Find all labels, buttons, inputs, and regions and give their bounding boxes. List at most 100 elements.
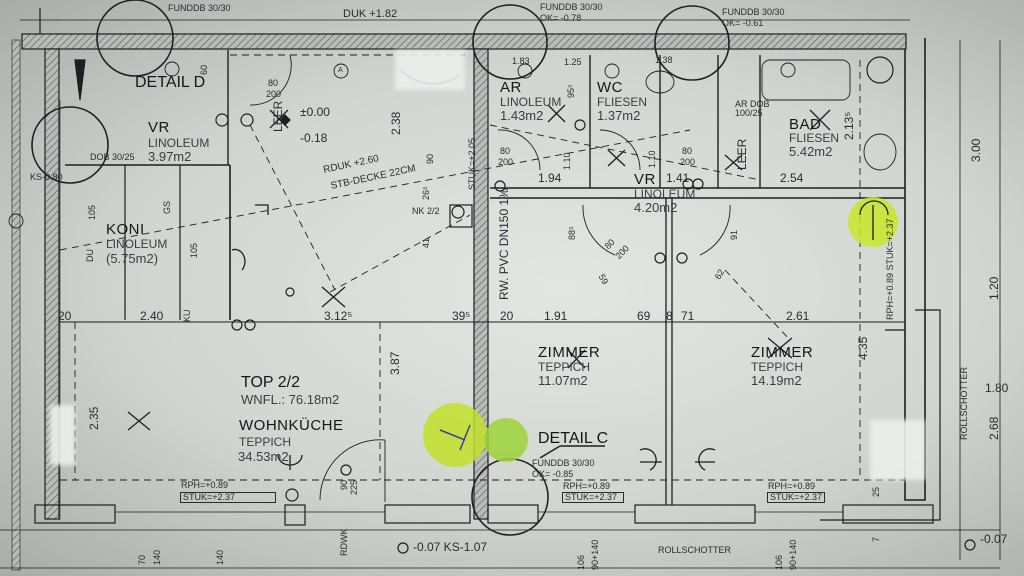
door-height: 200: [266, 89, 282, 99]
level-marker: ±0.00: [300, 105, 330, 119]
dimension: 91: [729, 229, 739, 240]
unit-title: TOP 2/2: [241, 374, 300, 391]
rollschotter-label: ROLLSCHOTTER: [658, 545, 732, 555]
room-area: 4.20m2: [634, 200, 678, 215]
blurred-patch: [395, 50, 465, 90]
stuk-note: STUK=+2.37: [562, 492, 624, 503]
room-name-zimmer-1: ZIMMER: [538, 344, 601, 361]
room-name-bad: BAD: [789, 116, 822, 133]
dimension: 4.35: [856, 336, 870, 360]
room-name-koni: KONI: [106, 221, 145, 238]
room-floor: LINOLEUM: [106, 237, 168, 251]
rdwk-label: RDWK: [339, 528, 349, 557]
dimension: 69: [637, 309, 651, 323]
dimension: 1.83: [512, 56, 530, 66]
stuk-note: STUK=+2.37: [180, 492, 276, 503]
dimension: 3.00: [969, 138, 983, 162]
window-dimension: 90+140: [788, 539, 798, 570]
dimension: 2.13⁵: [842, 111, 856, 140]
room-area: 11.07m2: [538, 373, 588, 388]
leer-label: LEER: [735, 138, 749, 170]
dimension: 7: [871, 536, 881, 542]
dimension: 2.40: [140, 309, 164, 323]
leer-label: LEER: [271, 100, 285, 132]
door-width: 80: [500, 146, 511, 156]
room-floor: LINOLEUM: [500, 95, 562, 109]
door-width: 80: [682, 146, 693, 156]
stuk-note-vertical: STUK=+2.05: [467, 137, 477, 190]
dimension: 1.10: [562, 152, 572, 170]
room-name-wc: WC: [597, 79, 623, 96]
door-height: 200: [680, 157, 696, 167]
window-dimension: 106: [774, 554, 784, 570]
unit-area: WNFL.: 76.18m2: [241, 392, 340, 407]
detail-circles: [31, 0, 730, 536]
blurred-patch: [870, 420, 925, 480]
room-area: 34.53m2: [238, 449, 289, 464]
dimension: 20: [58, 309, 72, 323]
foundation-note: FUNDDB 30/30: [722, 7, 785, 17]
window-dimension: 140: [215, 549, 225, 565]
dimension: 3.87: [388, 351, 402, 375]
detail-c-label: DETAIL C: [538, 430, 609, 447]
stuk-note: STUK=+2.37: [767, 492, 825, 503]
rph-note-vertical: RPH=+0.89 STUK=+2.37: [885, 218, 895, 320]
room-floor: LINOLEUM: [634, 187, 696, 201]
dimension: 1.10: [647, 150, 657, 168]
wall-left: [44, 48, 60, 520]
room-floor: TEPPICH: [751, 360, 804, 374]
window-dimension: 90+140: [590, 539, 600, 570]
dimension: 1.20: [987, 276, 1001, 300]
dimension: 2.35: [87, 406, 101, 430]
dimension: 2.68: [987, 416, 1001, 440]
foundation-note: FUNDDB 30/30: [168, 3, 231, 13]
wall-top: [21, 33, 907, 50]
dimension: 1.94: [538, 171, 562, 185]
dimension: 60: [199, 64, 209, 75]
room-name-vr-left: VR: [148, 119, 170, 136]
dimension: 3.12⁵: [324, 309, 353, 323]
dimension: 2.54: [780, 171, 804, 185]
pipe-note: RW. PVC DN150 1%: [497, 188, 511, 300]
blurred-patch: [50, 405, 75, 465]
wall-middle: [473, 48, 489, 520]
door-width: 80: [268, 78, 279, 88]
window-dimension: 106: [576, 554, 586, 570]
dimension: 41: [421, 237, 431, 248]
door-width: 90: [339, 479, 349, 490]
window-dimension: 70: [137, 554, 147, 565]
foundation-note: FUNDDB 30/30: [540, 2, 603, 12]
gs-label: GS: [162, 200, 172, 214]
dob-label: DOB 30/25: [90, 152, 135, 162]
dimension: 1.80: [985, 381, 1009, 395]
room-name-vr-right: VR: [634, 171, 656, 188]
dimension: 2.38: [389, 111, 403, 135]
rph-note: RPH=+0.89: [563, 481, 611, 491]
room-floor: TEPPICH: [538, 360, 591, 374]
room-area: 1.37m2: [597, 108, 641, 123]
dimension: 26⁵: [421, 186, 431, 200]
detail-d-label: DETAIL D: [135, 74, 206, 91]
dimension: 1.41: [666, 171, 690, 185]
room-name-wohnkueche: WOHNKÜCHE: [239, 417, 344, 434]
dimension: 88⁵: [567, 226, 577, 240]
room-name-zimmer-2: ZIMMER: [751, 344, 814, 361]
nk-label: NK 2/2: [412, 206, 440, 216]
room-area: 3.97m2: [148, 149, 192, 164]
ar-dob-label: AR DOB 100/25: [735, 99, 770, 118]
duk-note: DUK +1.82: [343, 8, 398, 20]
dimension: 105: [189, 242, 199, 258]
dimension: 20: [500, 309, 514, 323]
room-floor: FLIESEN: [789, 131, 840, 145]
ku-label: KU: [182, 309, 192, 322]
dimension: 39⁵: [452, 309, 471, 323]
door-height: 200: [498, 157, 514, 167]
ks-note: KS-0.80: [30, 172, 63, 182]
dimension: 2.61: [786, 309, 810, 323]
dimension: 95⁵: [566, 84, 576, 98]
dimension: 25: [871, 486, 881, 497]
ks-note: -0.07 KS-1.07: [413, 540, 488, 554]
window-dimension: 140: [152, 549, 162, 565]
foundation-note: OK= -0.61: [722, 18, 764, 28]
